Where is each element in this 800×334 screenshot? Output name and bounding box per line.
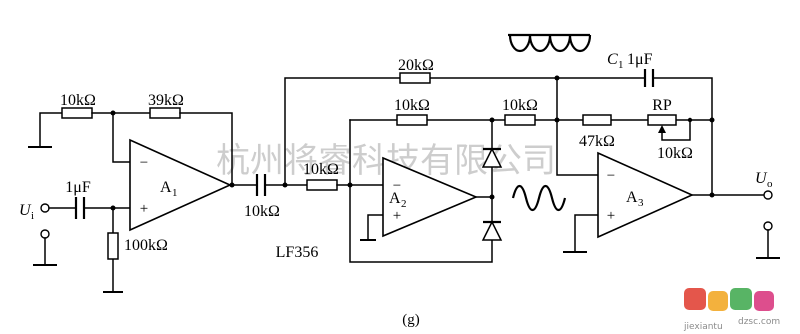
junction-dot — [554, 117, 560, 123]
output-terminal-symbol: U — [755, 170, 768, 187]
junction-dot — [110, 110, 116, 116]
input-terminal — [40, 203, 50, 213]
capacitor-c1-subscript: 1 — [618, 59, 624, 71]
capacitor-c1-symbol: C — [607, 51, 618, 68]
opamp-a3-plus-sign: + — [607, 208, 615, 224]
resistor-a1-left — [61, 107, 93, 119]
label-potentiometer-name: RP — [652, 97, 672, 114]
wire-a1-feedback — [179, 112, 233, 186]
output-terminal-subscript: o — [767, 178, 773, 190]
opamp-a2-minus-sign: − — [393, 178, 401, 194]
wire-summing-top — [284, 77, 713, 196]
resistor-sum-20k — [399, 72, 431, 84]
figure-label: (g) — [402, 312, 420, 328]
site-logo: jiexiantu dzsc.com — [683, 288, 780, 332]
wire-potentiometer-wiper — [661, 119, 691, 141]
label-resistor-a1-feedback: 39kΩ — [148, 92, 184, 109]
resistor-a1-bias — [107, 232, 119, 260]
label-capacitor-coupling: 10kΩ — [244, 203, 280, 220]
label-resistor-a2-input: 10kΩ — [303, 161, 339, 178]
wire-a3-inverting-input — [556, 77, 599, 176]
logo-site: dzsc.com — [738, 317, 780, 327]
opamp-a1 — [129, 138, 232, 232]
sine-waveform-icon — [511, 184, 567, 212]
opamp-a3-subscript: 3 — [638, 197, 644, 209]
input-terminal-subscript: i — [31, 210, 34, 222]
wiper-arrow-icon — [658, 125, 666, 133]
opamp-a2-subscript: 2 — [401, 198, 407, 210]
rectified-waveform-icon — [508, 33, 592, 53]
resistor-a3-feedback — [582, 114, 612, 126]
opamp-a1-minus-sign: − — [140, 155, 148, 171]
opamp-a1-plus-sign: + — [140, 201, 148, 217]
label-resistor-a1-left: 10kΩ — [60, 92, 96, 109]
input-ground-terminal — [40, 229, 50, 239]
opamp-a3 — [597, 151, 694, 239]
input-terminal-symbol: U — [19, 202, 32, 219]
label-potentiometer-value: 10kΩ — [657, 145, 693, 162]
resistor-a2-input — [306, 179, 338, 191]
opamp-a1-symbol: A — [160, 179, 172, 196]
resistor-a1-feedback — [149, 107, 181, 119]
junction-dot — [709, 192, 715, 198]
label-resistor-a3-feedback: 47kΩ — [579, 133, 615, 150]
wire-a2-noninverting-ground — [367, 214, 384, 241]
logo-block-pink — [754, 291, 774, 311]
opamp-a2-plus-sign: + — [393, 208, 401, 224]
opamp-a1-subscript: 1 — [172, 187, 178, 199]
wire-a3-noninverting-ground — [574, 214, 599, 253]
logo-block-red — [684, 288, 706, 310]
opamp-model-label: LF356 — [276, 244, 319, 261]
wire-a1-inverting-input — [112, 112, 131, 163]
potentiometer-rp — [647, 114, 677, 126]
capacitor-c1-value: 1μF — [627, 51, 653, 68]
opamp-a2 — [382, 156, 479, 238]
junction-dot — [709, 117, 715, 123]
logo-block-green — [730, 288, 752, 310]
label-resistor-a2-output: 10kΩ — [502, 97, 538, 114]
logo-text: jiexiantu — [683, 322, 723, 332]
output-terminal — [763, 190, 773, 200]
output-ground-terminal — [763, 221, 773, 231]
label-resistor-a1-bias: 100kΩ — [124, 237, 168, 254]
diode-lower — [481, 220, 503, 241]
logo-block-orange — [708, 291, 728, 311]
wire-a2-loop — [349, 119, 493, 263]
label-capacitor-input: 1μF — [65, 179, 91, 196]
junction-dot — [489, 194, 495, 200]
junction-dot — [229, 182, 235, 188]
junction-dot — [687, 117, 693, 123]
resistor-a2-feedback — [396, 114, 428, 126]
opamp-a3-minus-sign: − — [607, 168, 615, 184]
opamp-a2-symbol: A — [389, 190, 401, 207]
opamp-a3-symbol: A — [626, 189, 638, 206]
resistor-a2-output — [504, 114, 536, 126]
label-resistor-a2-feedback: 10kΩ — [394, 97, 430, 114]
diode-upper — [481, 147, 503, 168]
wire-a1-ground-left — [39, 112, 63, 148]
label-resistor-sum-20k: 20kΩ — [398, 57, 434, 74]
